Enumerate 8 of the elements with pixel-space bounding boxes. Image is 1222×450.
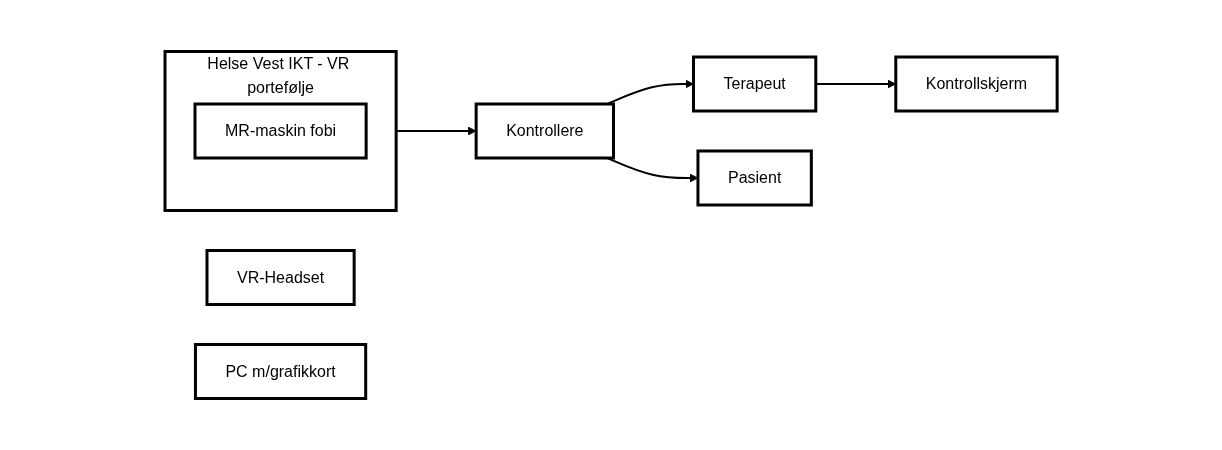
node-box: Kontrollere: [474, 102, 615, 160]
node-box: Kontrollskjerm: [894, 55, 1059, 113]
arrow: [606, 79, 694, 105]
node-box: Terapeut: [691, 55, 818, 113]
node-box: PC m/grafikkort: [193, 343, 368, 400]
node-box: MR-maskin fobi: [193, 102, 368, 160]
node-box: Pasient: [696, 149, 813, 207]
node-box: VR-Headset: [205, 249, 356, 306]
